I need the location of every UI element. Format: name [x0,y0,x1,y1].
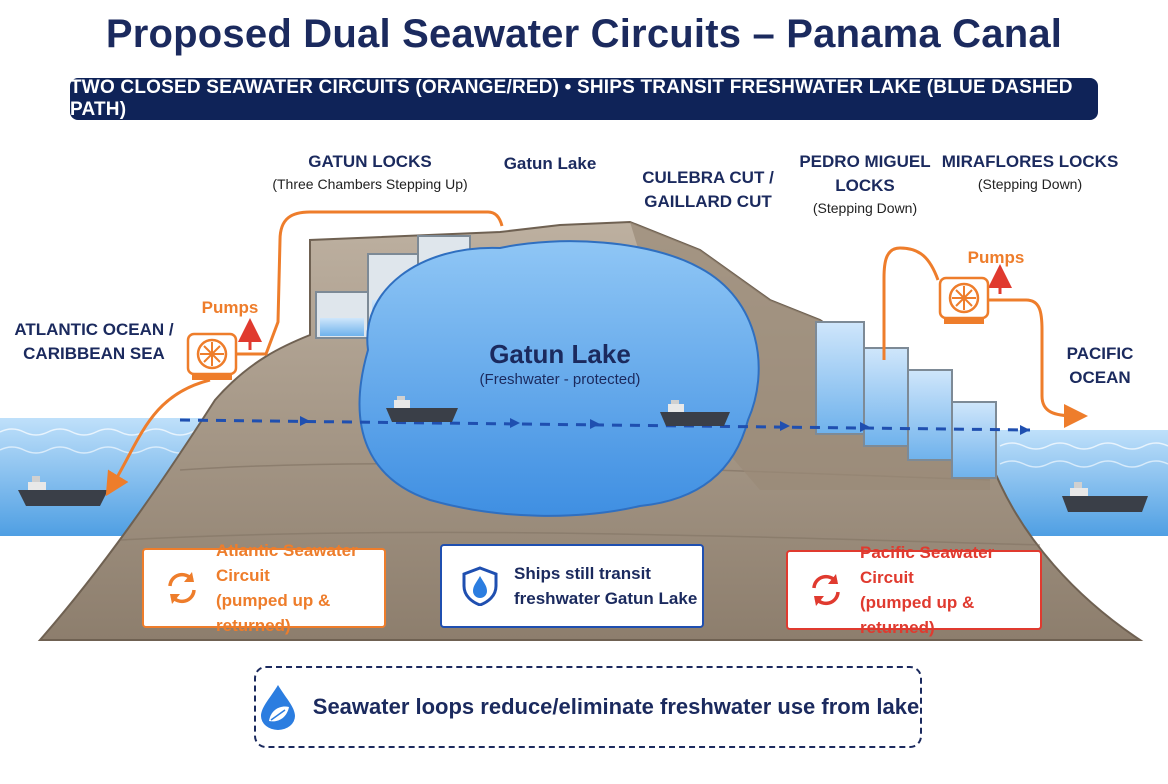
shield-water-drop-icon [462,566,498,606]
culebra-cut-line2: GAILLARD CUT [644,192,772,211]
diagram-title: Proposed Dual Seawater Circuits – Panama… [105,12,1063,56]
pacific-circuit-return [988,298,1088,428]
pacific-line1: PACIFIC [1066,344,1134,363]
miraflores-note: (Stepping Down) [977,176,1083,192]
ships-box-line1: Ships still transit [514,564,651,583]
pacific-box-line2: (pumped up & returned) [860,593,975,637]
pacific-circuit-supply [882,246,940,360]
pumps-right-label: Pumps [956,246,1036,270]
pacific-box-line1: Pacific Seawater Circuit [860,543,995,587]
atlantic-ocean-label: ATLANTIC OCEAN / CARIBBEAN SEA [4,318,184,366]
cargo-ship-icon [1062,482,1148,512]
pumps-right-text: Pumps [967,248,1025,267]
lake-center-note: (Freshwater - protected) [479,371,641,388]
culebra-cut-line1: CULEBRA CUT / [642,168,774,187]
pedro-miguel-line1: PEDRO MIGUEL [799,152,931,171]
gatun-lake-water [358,240,760,517]
atlantic-box-line1: Atlantic Seawater Circuit [216,541,358,585]
cargo-ship-icon [660,400,730,426]
cargo-ship-icon [386,396,458,422]
gatun-lake-top-name: Gatun Lake [503,154,597,173]
cargo-ship-icon [18,476,108,506]
atlantic-line1: ATLANTIC OCEAN / [14,320,174,339]
gatun-lake-center-label: Gatun Lake (Freshwater - protected) [460,338,660,390]
legend-banner: TWO CLOSED SEAWATER CIRCUITS (ORANGE/RED… [70,77,1098,120]
pumps-left-label: Pumps [190,296,270,320]
pacific-ocean-label: PACIFIC OCEAN [1040,342,1160,390]
pacific-locks [815,321,997,479]
pumps-left-text: Pumps [201,298,259,317]
atlantic-circuit-supply [236,210,504,356]
water-drop-leaf-icon [260,685,295,730]
miraflores-label: MIRAFLORES LOCKS (Stepping Down) [940,150,1120,194]
gatun-locks-name: GATUN LOCKS [308,152,432,171]
pump-icon [186,332,238,380]
ships-box-line2: freshwater Gatun Lake [514,589,698,608]
lake-center-name: Gatun Lake [489,339,631,369]
culebra-cut-label: CULEBRA CUT / GAILLARD CUT [628,166,788,214]
pedro-miguel-line2: LOCKS [835,176,895,195]
miraflores-name: MIRAFLORES LOCKS [941,152,1119,171]
ships-transit-box: Ships still transit freshwater Gatun Lak… [440,544,704,628]
transit-arrowheads [300,416,1030,435]
pedro-miguel-label: PEDRO MIGUEL LOCKS (Stepping Down) [790,150,940,218]
cycle-arrows-icon [168,572,196,604]
pacific-line2: OCEAN [1069,368,1131,387]
pump-icon [938,276,990,324]
atlantic-box-line2: (pumped up & returned) [216,591,331,635]
pacific-circuit-box: Pacific Seawater Circuit (pumped up & re… [786,543,1042,637]
cycle-arrows-icon [812,574,840,606]
atlantic-line2: CARIBBEAN SEA [23,344,165,363]
gatun-locks-label: GATUN LOCKS (Three Chambers Stepping Up) [250,150,490,194]
ship-transit-path [179,418,1031,432]
atlantic-circuit-box: Atlantic Seawater Circuit (pumped up & r… [142,541,386,635]
pedro-miguel-note: (Stepping Down) [812,200,918,216]
gatun-locks-note: (Three Chambers Stepping Up) [272,176,468,192]
atlantic-circuit-return [105,378,211,497]
footer-note-box: Seawater loops reduce/eliminate freshwat… [254,666,922,748]
footer-text: Seawater loops reduce/eliminate freshwat… [312,694,920,719]
gatun-lake-top-label: Gatun Lake [490,152,610,176]
